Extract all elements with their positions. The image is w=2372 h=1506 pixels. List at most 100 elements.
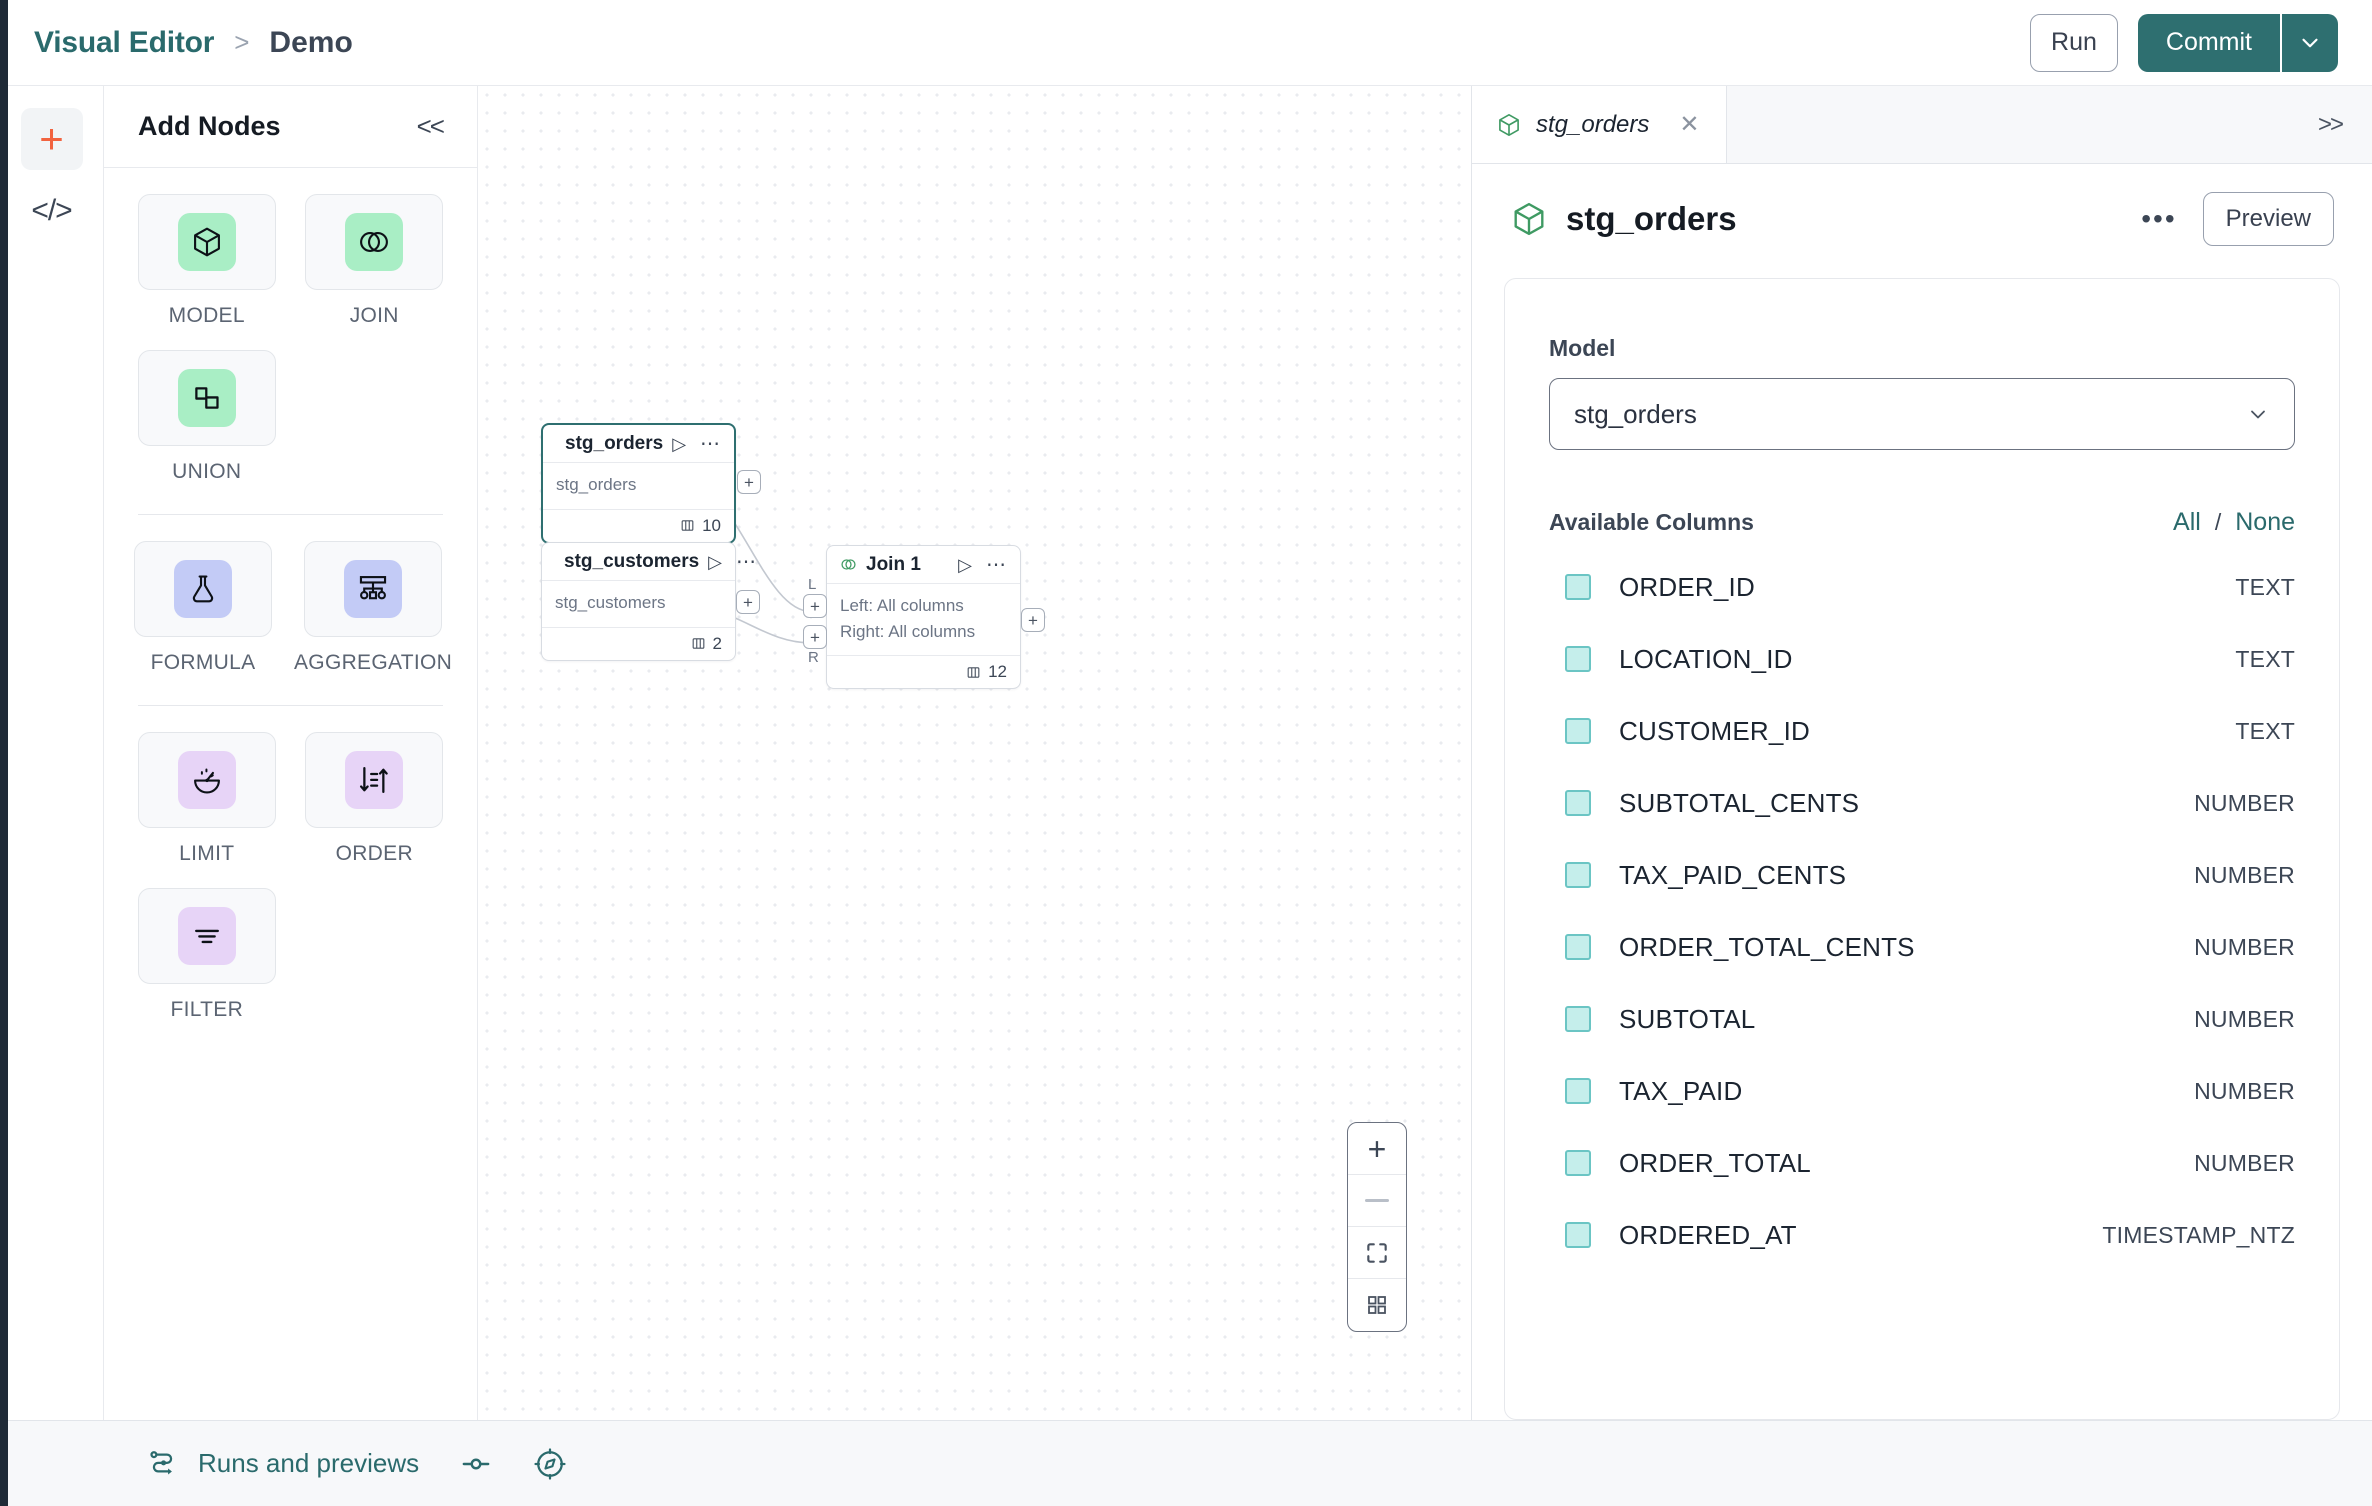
palette-tile-limit[interactable] (137, 732, 276, 828)
inspector-tab-label: stg_orders (1536, 110, 1650, 138)
column-name: TAX_PAID_CENTS (1619, 859, 1847, 890)
commit-button[interactable]: Commit (2137, 13, 2280, 72)
table-row[interactable]: SUBTOTAL_CENTS NUMBER (1549, 767, 2295, 839)
flow-node-actions: ▷ ⋯ (672, 432, 722, 455)
column-type: NUMBER (2194, 789, 2295, 816)
node-run-icon[interactable]: ▷ (672, 433, 687, 454)
rail-add-button[interactable]: + (20, 108, 83, 170)
table-row[interactable]: SUBTOTAL NUMBER (1549, 983, 2295, 1055)
limit-gauge-icon (193, 768, 220, 794)
table-row[interactable]: TAX_PAID NUMBER (1549, 1055, 2295, 1127)
node-output-port-customers[interactable]: + (736, 590, 760, 614)
palette-item-model[interactable]: MODEL (134, 194, 280, 328)
table-row[interactable]: LOCATION_ID TEXT (1549, 623, 2295, 695)
fit-view-button[interactable] (1348, 1227, 1406, 1279)
swatch-purple (345, 751, 404, 809)
venn-icon (360, 232, 389, 252)
palette-tile-order[interactable] (305, 732, 444, 828)
palette-tile-union[interactable] (137, 350, 276, 446)
palette-tile-formula[interactable] (134, 541, 272, 637)
canvas-zoom-controls: + (1347, 1122, 1407, 1332)
table-row[interactable]: ORDER_TOTAL_CENTS NUMBER (1549, 911, 2295, 983)
flow-node-header: stg_customers ▷ ⋯ (542, 543, 756, 581)
breadcrumb-root-link[interactable]: Visual Editor (34, 25, 215, 59)
zoom-out-button[interactable] (1348, 1175, 1406, 1227)
rail-code-button[interactable]: </> (21, 180, 83, 242)
available-columns-header: Available Columns All / None (1549, 508, 2295, 537)
column-checkbox[interactable] (1565, 790, 1591, 816)
column-checkbox[interactable] (1565, 1150, 1591, 1176)
explore-compass-button[interactable] (533, 1447, 567, 1481)
column-checkbox[interactable] (1565, 934, 1591, 960)
commit-button-group: Commit (2137, 13, 2338, 72)
join-right-port-label: R (808, 649, 819, 666)
swatch-purple (177, 751, 236, 809)
collapse-panel-button[interactable]: << (416, 111, 445, 141)
join-output-port[interactable]: + (1021, 608, 1045, 632)
zoom-in-button[interactable]: + (1348, 1123, 1406, 1175)
palette-tile-join[interactable] (305, 194, 444, 290)
palette-item-limit[interactable]: LIMIT (134, 732, 280, 866)
column-type: NUMBER (2194, 1149, 2295, 1176)
select-none-link[interactable]: None (2235, 508, 2295, 536)
flow-node-body-line: stg_orders (556, 475, 637, 494)
palette-tile-aggregation[interactable] (304, 541, 443, 637)
palette-item-union[interactable]: UNION (134, 350, 280, 484)
bottom-status-bar: Runs and previews (0, 1420, 2372, 1506)
table-row[interactable]: ORDER_TOTAL NUMBER (1549, 1127, 2295, 1199)
node-more-icon[interactable]: ⋯ (986, 553, 1007, 576)
inspector-more-button[interactable]: ••• (2141, 203, 2177, 234)
palette-tile-model[interactable] (137, 194, 276, 290)
flow-node-footer: 10 (543, 510, 734, 542)
flow-node-column-count: 2 (712, 633, 722, 653)
run-button[interactable]: Run (2030, 13, 2118, 72)
flow-canvas[interactable]: stg_orders ▷ ⋯ stg_orders 10 + (478, 86, 1472, 1420)
join-right-input-port[interactable]: + (803, 625, 827, 649)
add-nodes-panel: Add Nodes << (104, 86, 478, 1420)
code-brackets-icon: </> (31, 194, 72, 227)
column-checkbox[interactable] (1565, 574, 1591, 600)
palette-item-join[interactable]: JOIN (302, 194, 448, 328)
column-checkbox[interactable] (1565, 1222, 1591, 1248)
close-icon[interactable]: ✕ (1679, 110, 1700, 138)
palette-item-order[interactable]: ORDER (302, 732, 448, 866)
palette-item-filter[interactable]: FILTER (134, 888, 280, 1022)
node-more-icon[interactable]: ⋯ (700, 432, 722, 455)
palette-item-formula[interactable]: FORMULA (134, 541, 272, 675)
join-left-input-port[interactable]: + (803, 594, 827, 618)
flow-node-actions: ▷ ⋯ (708, 550, 758, 573)
node-output-port-orders[interactable]: + (737, 470, 761, 494)
preview-button[interactable]: Preview (2202, 192, 2334, 246)
table-row[interactable]: CUSTOMER_ID TEXT (1549, 695, 2295, 767)
node-run-icon[interactable]: ▷ (958, 554, 972, 575)
flow-node-body: stg_orders (543, 463, 734, 510)
flow-node-stg-orders[interactable]: stg_orders ▷ ⋯ stg_orders 10 + (541, 423, 761, 544)
run-settings-toggle[interactable] (459, 1447, 493, 1481)
available-columns-list: ORDER_ID TEXT LOCATION_ID TEXT CUSTOMER_… (1549, 551, 2295, 1271)
palette-item-aggregation[interactable]: AGGREGATION (294, 541, 452, 675)
toggle-minimap-button[interactable] (1348, 1279, 1406, 1331)
expand-panel-button[interactable]: >> (2317, 110, 2344, 138)
flow-node-join-1[interactable]: Join 1 ▷ ⋯ Left: All columns Right: All … (803, 545, 1045, 689)
table-row[interactable]: TAX_PAID_CENTS NUMBER (1549, 839, 2295, 911)
flow-node-actions: ▷ ⋯ (958, 553, 1007, 576)
node-run-icon[interactable]: ▷ (708, 551, 723, 572)
model-select[interactable]: stg_orders (1549, 378, 2295, 450)
table-row[interactable]: ORDER_ID TEXT (1549, 551, 2295, 623)
inspector-tab-stg-orders[interactable]: stg_orders ✕ (1472, 86, 1727, 163)
inspector-header-actions: ••• Preview (2141, 192, 2334, 246)
select-all-link[interactable]: All (2173, 508, 2201, 536)
flow-node-title: stg_orders (565, 432, 664, 454)
flow-node-stg-customers[interactable]: stg_customers ▷ ⋯ stg_customers 2 (541, 542, 760, 661)
palette-tile-filter[interactable] (137, 888, 276, 984)
fit-screen-icon (1367, 1242, 1387, 1263)
column-checkbox[interactable] (1565, 1006, 1591, 1032)
runs-and-previews-button[interactable]: Runs and previews (146, 1447, 419, 1481)
table-row[interactable]: ORDERED_AT TIMESTAMP_NTZ (1549, 1199, 2295, 1271)
column-checkbox[interactable] (1565, 862, 1591, 888)
node-more-icon[interactable]: ⋯ (736, 550, 758, 573)
column-checkbox[interactable] (1565, 718, 1591, 744)
column-checkbox[interactable] (1565, 1078, 1591, 1104)
column-checkbox[interactable] (1565, 646, 1591, 672)
commit-dropdown-button[interactable] (2280, 13, 2338, 72)
